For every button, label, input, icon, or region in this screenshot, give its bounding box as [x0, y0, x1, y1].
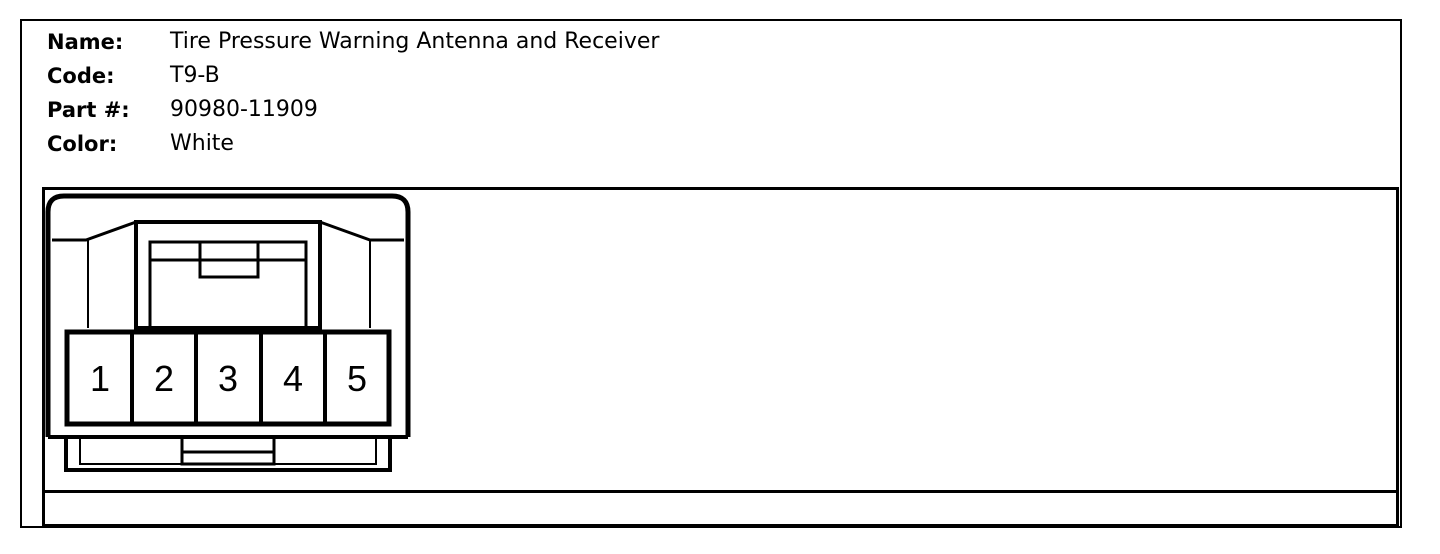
- color-label: Color:: [47, 132, 118, 156]
- part-value: 90980-11909: [170, 97, 318, 122]
- connector-foot-outer: [64, 437, 392, 472]
- pin-cavity-block: [64, 329, 392, 427]
- lock-shroud-inner: [148, 240, 308, 330]
- connector-shoulder-left: [52, 220, 137, 242]
- connector-shoulder-right: [319, 220, 404, 242]
- color-value: White: [170, 131, 234, 156]
- connector-sheet: [20, 19, 1402, 528]
- pin-label: 4: [283, 358, 303, 399]
- lock-tab: [198, 240, 260, 279]
- pin-label: 1: [90, 358, 110, 399]
- connector-housing-outline: [45, 193, 411, 437]
- code-value: T9-B: [170, 63, 220, 88]
- lock-shroud-outer: [134, 220, 322, 330]
- pin-label: 5: [347, 358, 367, 399]
- bottom-frame: [42, 490, 1399, 527]
- pin-label: 3: [218, 358, 238, 399]
- part-label: Part #:: [47, 98, 130, 122]
- name-value: Tire Pressure Warning Antenna and Receiv…: [170, 29, 660, 54]
- pin-label: 2: [154, 358, 174, 399]
- code-label: Code:: [47, 64, 115, 88]
- name-label: Name:: [47, 30, 124, 54]
